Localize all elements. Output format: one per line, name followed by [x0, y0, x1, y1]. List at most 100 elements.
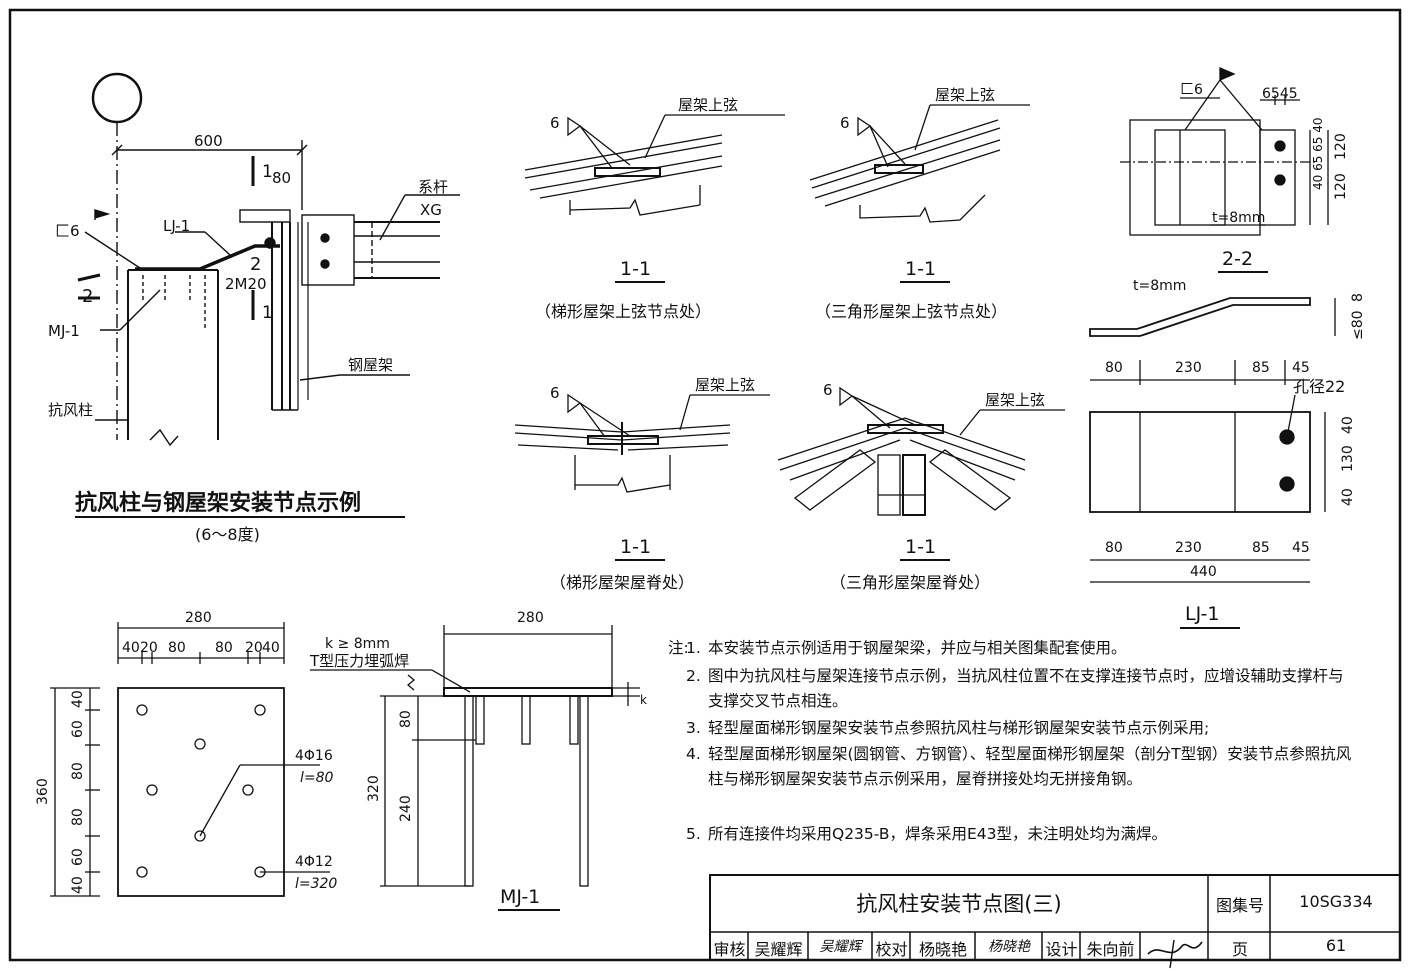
mj-elev-weld-k: k ≥ 8mm	[325, 636, 390, 652]
label-mj1: MJ-1	[48, 322, 80, 340]
titleblock-shenhe: 审核	[713, 940, 746, 959]
s22-dim-v1: 120	[1333, 133, 1349, 160]
s22-dim-v2: 120	[1333, 173, 1349, 200]
titleblock-jiaodui: 校对	[875, 940, 908, 959]
section-mark-2-right: 2	[250, 254, 261, 275]
dim-600: 600	[194, 132, 223, 150]
mj-plan-v40b: 40	[70, 876, 86, 894]
section-a-caption: （梯形屋架上弦节点处）	[535, 302, 711, 321]
titleblock-jiaodui-name: 杨晓艳	[918, 940, 967, 959]
label-wind-column: 抗风柱	[48, 401, 93, 419]
mj-elev-weld-type: T型压力埋弧焊	[309, 652, 409, 670]
note-text: 本安装节点示例适用于钢屋架梁，并应与相关图集配套使用。	[708, 639, 1127, 657]
lj1-v40b: 40	[1340, 488, 1356, 506]
section-d-chord: 屋架上弦	[985, 391, 1045, 409]
section-b-caption: （三角形屋架上弦节点处）	[815, 302, 1007, 321]
section-a-weld: 6	[550, 114, 560, 132]
mj-plan-d40b: 40	[262, 640, 280, 656]
titleblock-sheji: 设计	[1045, 940, 1078, 959]
lj1-v130: 130	[1340, 445, 1356, 472]
lj1-d80-bot: 80	[1105, 540, 1123, 556]
titleblock-page-label: 页	[1231, 940, 1248, 959]
sheet-border	[8, 8, 1402, 962]
mj-plan-height: 360	[35, 778, 51, 805]
section-a-chord: 屋架上弦	[678, 96, 738, 114]
mj-plan-v80b: 80	[70, 808, 86, 826]
section-b-labels: 6 屋架上弦 1-1 （三角形屋架上弦节点处）	[815, 86, 1007, 321]
main-subtitle: (6～8度)	[195, 525, 260, 544]
lj1-d85-bot: 85	[1252, 540, 1270, 556]
column-axis-bubble	[91, 72, 143, 124]
section-c-mark: 1-1	[620, 536, 651, 558]
section-c-weld: 6	[550, 384, 560, 402]
label-tie-bar: 系杆	[418, 178, 448, 196]
lj1-v40a: 40	[1340, 416, 1356, 434]
section-c-labels: 6 屋架上弦 1-1 （梯形屋架屋脊处）	[550, 376, 755, 592]
mj-plan-bar1-len: l=80	[300, 770, 334, 786]
lj1-thickness: t=8mm	[1133, 278, 1186, 294]
mj-plan-bar2: 4Φ12	[295, 854, 333, 870]
mj-plan-v80a: 80	[70, 762, 86, 780]
lj1-d45-top: 45	[1292, 360, 1310, 376]
mj-elev-title: MJ-1	[500, 886, 540, 908]
mj-plan-v60a: 60	[70, 720, 86, 738]
note-number: 5.	[686, 825, 701, 843]
section-22-drawing	[1120, 67, 1329, 236]
label-2m20: 2M20	[225, 275, 267, 293]
note-number: 3.	[686, 719, 701, 737]
mj-elev-d320: 320	[366, 775, 382, 802]
lj1-d230-top: 230	[1175, 360, 1202, 376]
section-d-mark: 1-1	[905, 536, 936, 558]
note-text: 轻型屋面梯形钢屋架安装节点参照抗风柱与梯形钢屋架安装节点示例采用;	[708, 719, 1210, 737]
main-title: 抗风柱与钢屋架安装节点示例	[75, 490, 361, 516]
mj-plan-d80a: 80	[168, 640, 186, 656]
mj-elev-k: k	[640, 693, 647, 707]
mj-plan-labels: 280 40 20 80 80 20 40 360 40 60 80 80 60…	[35, 610, 337, 894]
note-text: 图中为抗风柱与屋架连接节点示例，当抗风柱位置不在支撑连接节点时，应增设辅助支撑杆…	[708, 667, 1344, 710]
title-block-grid	[709, 874, 1401, 961]
lj1-dim-8: 8	[1350, 293, 1366, 302]
mj-plan-d20a: 20	[140, 640, 158, 656]
label-steel-truss: 钢屋架	[348, 356, 393, 374]
s22-dims-top: 6545	[1262, 86, 1298, 102]
lj1-d45-bot: 45	[1292, 540, 1310, 556]
label-c6: 匚6	[55, 222, 80, 240]
section-d-labels: 6 屋架上弦 1-1 （三角形屋架屋脊处）	[823, 381, 1045, 592]
titleblock-sheji-name: 朱向前	[1086, 940, 1135, 959]
section-b-weld: 6	[840, 114, 850, 132]
note-item: 1. 本安装节点示例适用于钢屋架梁，并应与相关图集配套使用。	[686, 636, 1358, 661]
section-22-labels: 匚6 6545 120 120 40 65 65 40 t=8mm 2-2	[1180, 82, 1349, 273]
lj1-dim-h: ≤80	[1350, 310, 1366, 340]
lj1-title: LJ-1	[1185, 603, 1219, 625]
titleblock-atlas-label: 图集号	[1215, 896, 1264, 915]
mj-plan-bar2-len: l=320	[295, 876, 337, 892]
note-item: 4. 轻型屋面梯形钢屋架(圆钢管、方钢管）、轻型屋面梯形钢屋架（剖分T型钢）安装…	[686, 742, 1358, 791]
mj-plan-drawing	[50, 622, 330, 897]
s22-thickness: t=8mm	[1212, 210, 1265, 226]
section-c-chord: 屋架上弦	[695, 376, 755, 394]
titleblock-shenhe-name: 吴耀辉	[754, 940, 803, 959]
titleblock-page-no: 61	[1325, 936, 1347, 955]
lj1-d85-top: 85	[1252, 360, 1270, 376]
note-number: 2.	[686, 667, 701, 685]
mj-plan-bar1: 4Φ16	[295, 748, 333, 764]
main-node-drawing	[77, 72, 460, 447]
label-lj1: LJ-1	[163, 217, 190, 235]
section-a-drawing	[524, 114, 785, 216]
section-mark-2-left: 2	[82, 286, 93, 307]
lj1-d230-bot: 230	[1175, 540, 1202, 556]
lj1-drawing	[1089, 297, 1336, 583]
titleblock-jiaodui-signature: 杨晓艳	[988, 939, 1030, 955]
mj-plan-d40a: 40	[122, 640, 140, 656]
mj-plan-width: 280	[185, 610, 212, 626]
note-text: 所有连接件均采用Q235-B，焊条采用E43型，未注明处均为满焊。	[708, 825, 1167, 843]
note-text: 轻型屋面梯形钢屋架(圆钢管、方钢管）、轻型屋面梯形钢屋架（剖分T型钢）安装节点参…	[708, 745, 1352, 788]
mj-elev-d240: 240	[398, 795, 414, 822]
mj-plan-d80b: 80	[215, 640, 233, 656]
section-d-drawing	[777, 386, 1065, 516]
section-mark-1-bottom: 1	[262, 303, 273, 323]
mj-elev-d80: 80	[398, 710, 414, 728]
lj1-total: 440	[1190, 564, 1217, 580]
section-c-caption: （梯形屋架屋脊处）	[550, 573, 694, 592]
